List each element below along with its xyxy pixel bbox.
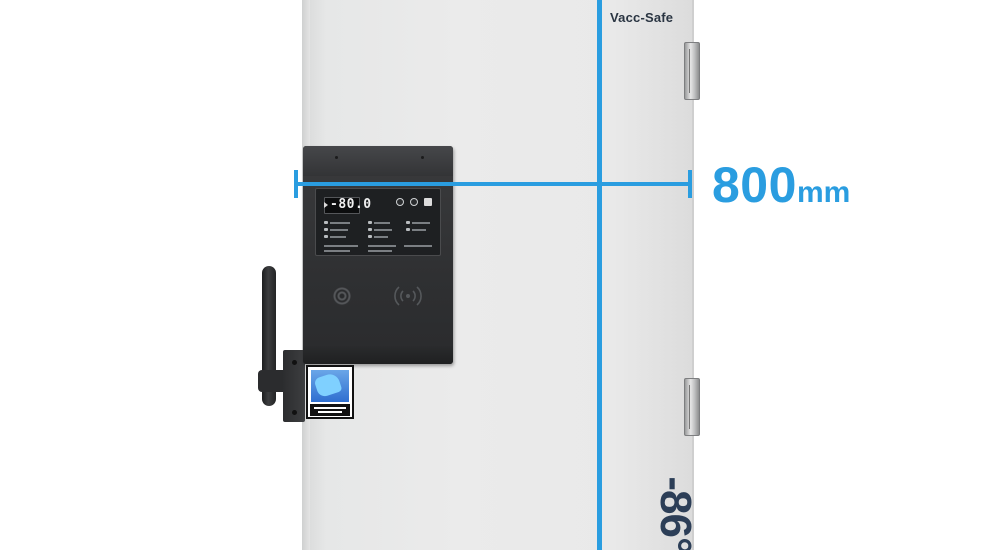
indicator-label	[330, 222, 350, 224]
control-panel: -80.0	[315, 188, 441, 256]
control-box-base	[303, 346, 453, 364]
indicator-label	[330, 229, 348, 231]
dimension-value: 800	[712, 157, 797, 213]
glove-icon	[313, 371, 343, 399]
status-indicator	[324, 228, 328, 231]
control-box-lid	[303, 146, 453, 176]
settings-button[interactable]	[396, 198, 404, 206]
speaker-icon	[332, 286, 352, 306]
confirm-button[interactable]	[424, 198, 432, 206]
panel-footnote	[368, 250, 392, 252]
temperature-display-value: -80.0	[330, 197, 372, 212]
wireless-icon	[394, 286, 422, 306]
mounting-bracket	[283, 350, 305, 422]
screw-icon	[421, 156, 424, 159]
indicator-label	[374, 236, 388, 238]
bracket-screw	[292, 410, 297, 415]
dimension-unit: mm	[796, 176, 851, 209]
brand-label: Vacc-Safe	[610, 10, 674, 25]
panel-footnote	[404, 245, 432, 247]
warning-sticker-text	[310, 404, 350, 416]
indicator-label	[374, 222, 390, 224]
status-indicator	[368, 235, 372, 238]
dimension-horizontal-line	[296, 182, 690, 186]
temperature-display: -80.0	[324, 197, 371, 214]
screw-icon	[335, 156, 338, 159]
indicator-label	[412, 229, 426, 231]
alarm-button[interactable]	[410, 198, 418, 206]
status-indicator	[368, 228, 372, 231]
antenna-joint	[258, 370, 288, 392]
display-arrow-icon	[324, 202, 328, 208]
panel-footnote	[368, 245, 396, 247]
dimension-cap-right	[688, 170, 692, 198]
warning-sticker-image	[311, 370, 349, 402]
temperature-badge: -86°	[640, 468, 700, 550]
panel-footnote	[324, 250, 350, 252]
dimension-vertical-line	[597, 0, 602, 550]
door-hinge-bottom	[684, 378, 700, 436]
protective-gloves-warning-icon	[306, 365, 354, 419]
indicator-label	[374, 229, 392, 231]
dimension-cap-left	[294, 170, 298, 198]
dimension-label: 800mm	[712, 156, 850, 214]
indicator-label	[412, 222, 430, 224]
status-indicator	[368, 221, 372, 224]
panel-footnote	[324, 245, 358, 247]
temperature-badge-text: -86°	[651, 476, 700, 550]
status-indicator	[324, 221, 328, 224]
control-box: -80.0	[303, 146, 453, 364]
bracket-screw	[292, 360, 297, 365]
status-indicator	[406, 221, 410, 224]
door-hinge-top	[684, 42, 700, 100]
indicator-label	[330, 236, 346, 238]
status-indicator	[406, 228, 410, 231]
status-indicator	[324, 235, 328, 238]
